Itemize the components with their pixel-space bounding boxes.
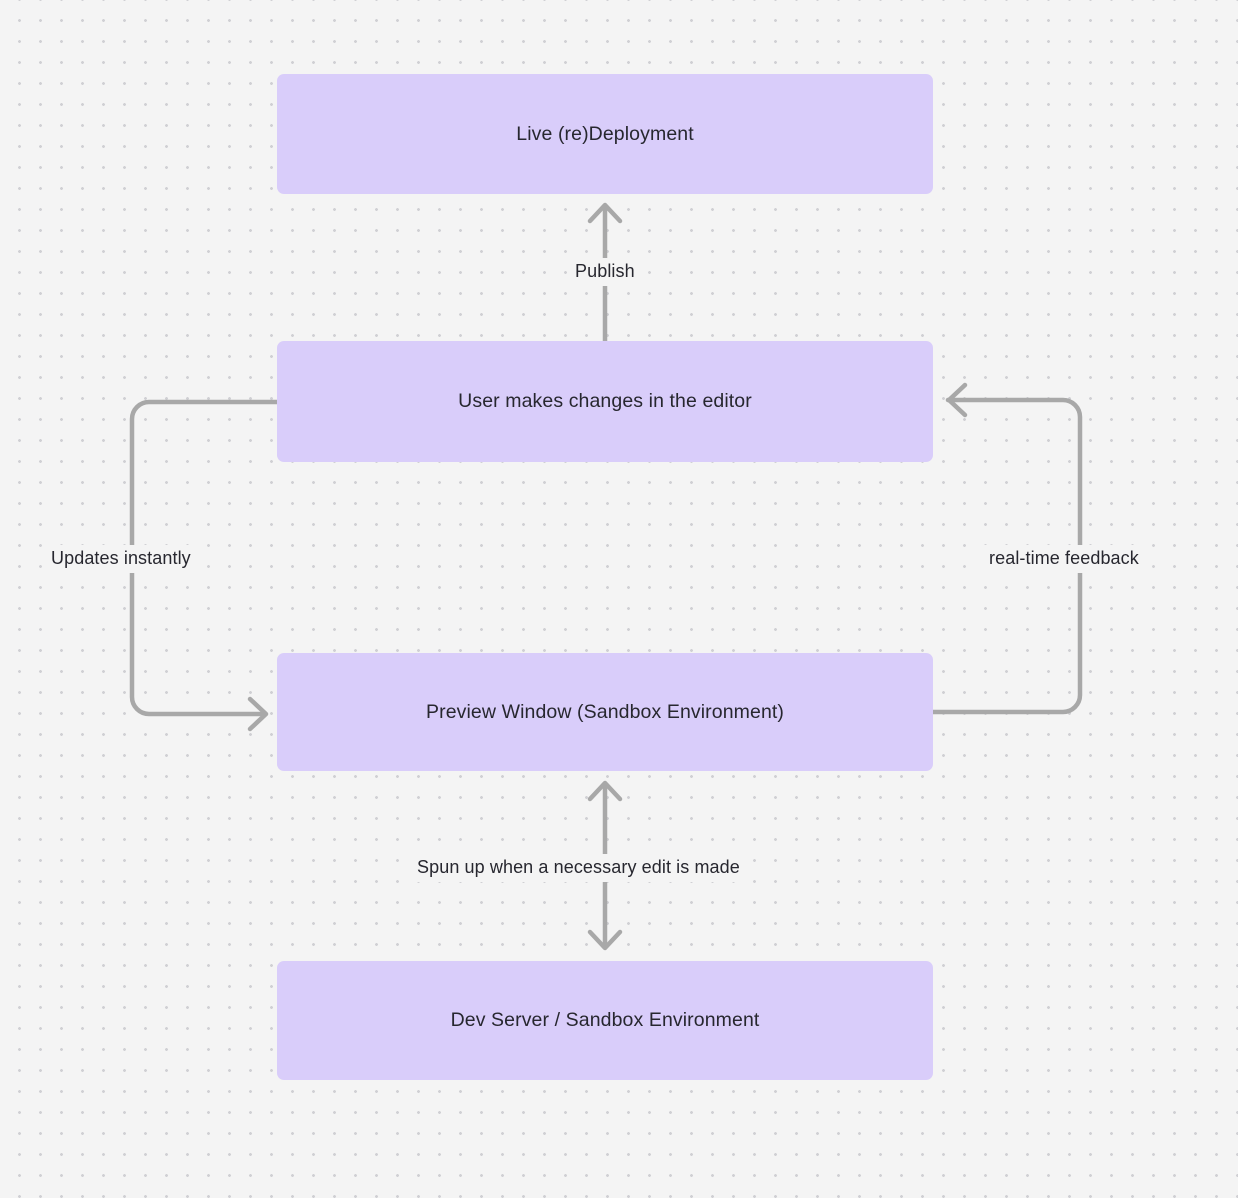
edge-label-spun-up: Spun up when a necessary edit is made xyxy=(410,854,747,882)
node-user-makes-changes-label: User makes changes in the editor xyxy=(458,390,752,413)
node-live-redeployment[interactable]: Live (re)Deployment xyxy=(277,74,933,194)
node-dev-server[interactable]: Dev Server / Sandbox Environment xyxy=(277,961,933,1080)
edge-label-real-time-feedback: real-time feedback xyxy=(982,545,1146,573)
node-live-redeployment-label: Live (re)Deployment xyxy=(516,122,694,145)
node-user-makes-changes[interactable]: User makes changes in the editor xyxy=(277,341,933,462)
edge-label-publish: Publish xyxy=(568,258,642,286)
node-preview-window-label: Preview Window (Sandbox Environment) xyxy=(426,700,784,723)
node-preview-window[interactable]: Preview Window (Sandbox Environment) xyxy=(277,653,933,771)
edge-label-updates-instantly: Updates instantly xyxy=(44,545,198,573)
node-dev-server-label: Dev Server / Sandbox Environment xyxy=(450,1009,760,1032)
